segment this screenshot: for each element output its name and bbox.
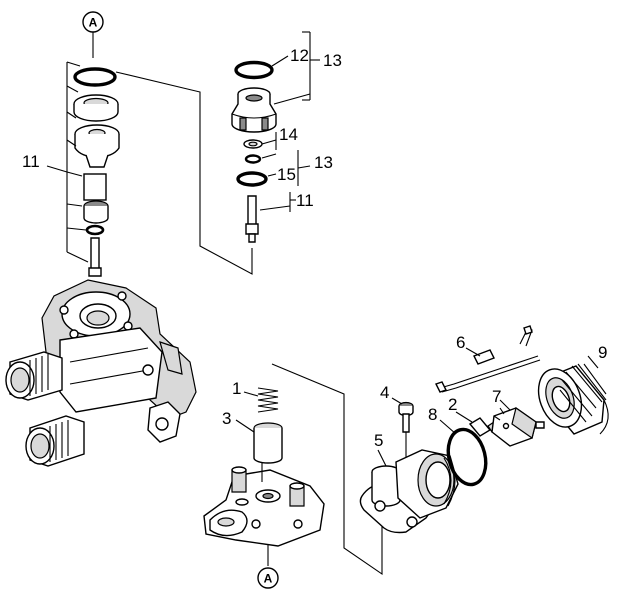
callout-11-right: 11 (296, 191, 314, 210)
marker-top-label: A (89, 16, 98, 30)
housing-5: 5 (359, 431, 459, 534)
bottom-valve-base: 1 3 (203, 379, 325, 566)
left-valve-stack (73, 67, 120, 277)
knurled-nut-9: 9 (537, 343, 609, 435)
right-valve-stack (231, 60, 277, 243)
reference-marker-top: A (82, 11, 104, 58)
bracket-11-left: 11 (22, 61, 89, 263)
callout-13-top: 13 (323, 51, 342, 70)
callout-9: 9 (598, 343, 607, 362)
marker-bottom-label: A (264, 572, 273, 586)
bracket-13-top: 12 13 (271, 31, 342, 105)
callout-5: 5 (374, 431, 383, 450)
callout-1: 1 (232, 379, 241, 398)
callout-6: 6 (456, 333, 465, 352)
callout-2: 2 (448, 395, 457, 414)
pump-head (5, 279, 197, 467)
reference-marker-bottom: A (257, 567, 279, 589)
callout-14: 14 (279, 125, 298, 144)
o-ring-8: 8 (428, 405, 488, 487)
screw-2: 2 (448, 395, 499, 437)
callout-13-mid: 13 (314, 153, 333, 172)
callout-11-left: 11 (22, 152, 40, 171)
callout-15: 15 (277, 165, 296, 184)
callout-12: 12 (290, 46, 309, 65)
microswitch-7: 7 (491, 387, 545, 447)
callout-8: 8 (428, 405, 437, 424)
callout-7: 7 (492, 387, 501, 406)
bracket-14-15: 14 15 13 11 (259, 125, 333, 212)
callout-3: 3 (222, 409, 231, 428)
cable-6: 6 (435, 325, 541, 393)
callout-4: 4 (380, 383, 389, 402)
